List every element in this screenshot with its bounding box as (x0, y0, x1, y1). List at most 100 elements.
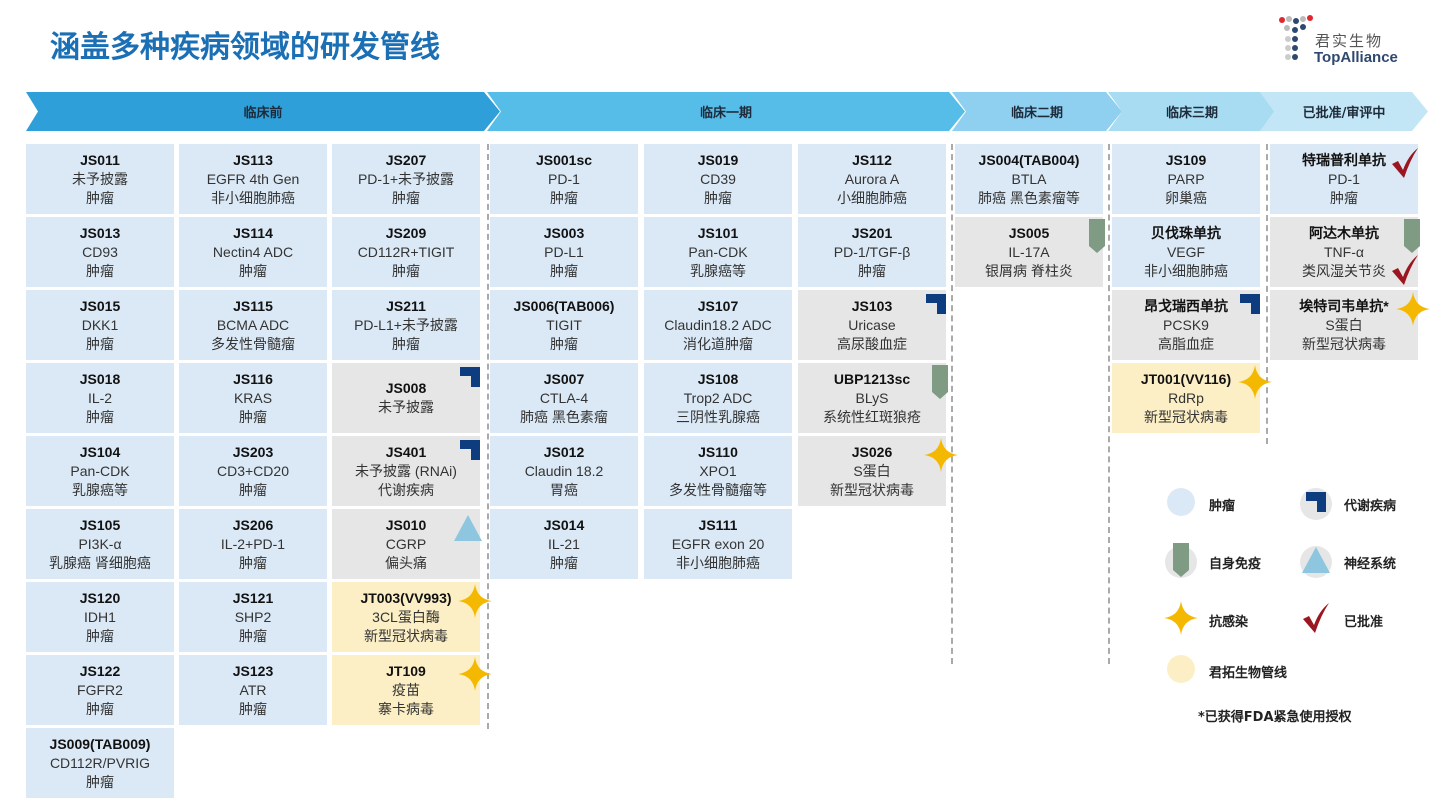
drug-name: JS003 (543, 224, 585, 241)
phase-header-3: 临床二期 (952, 92, 1122, 131)
drug-name: 阿达木单抗 (1309, 224, 1379, 241)
drug-target: SHP2 (234, 608, 272, 625)
drug-name: JS401 (385, 443, 427, 460)
legend-item-metabolic: 代谢疾病 (1300, 488, 1396, 520)
indication: 新型冠状病毒 (830, 481, 914, 498)
drug-target: RdRp (1168, 389, 1204, 406)
indication: 肿瘤 (86, 408, 114, 425)
neuro-system-icon (454, 515, 482, 545)
drug-name: JS112 (852, 151, 892, 168)
drug-target: XPO1 (699, 462, 737, 479)
drug-target: FGFR2 (77, 681, 123, 698)
anti-infection-star-icon (458, 584, 492, 622)
indication: 高脂血症 (1158, 335, 1214, 352)
drug-name: JS004(TAB004) (978, 151, 1080, 168)
indication: 消化道肿瘤 (683, 335, 753, 352)
drug-name: JS014 (543, 516, 585, 533)
approved-check-icon (1392, 255, 1418, 289)
drug-name: JS018 (79, 370, 121, 387)
metabolic-disease-icon (1306, 492, 1326, 516)
drug-target: CTLA-4 (539, 389, 589, 406)
drug-name: 埃特司韦单抗* (1299, 297, 1389, 314)
drug-target: VEGF (1166, 243, 1206, 260)
drug-name: JS101 (697, 224, 739, 241)
anti-infection-star-icon (1164, 601, 1198, 639)
drug-name: JS110 (698, 443, 738, 460)
drug-target: BCMA ADC (216, 316, 290, 333)
drug-target: S蛋白 (1325, 316, 1363, 333)
drug-name: JS015 (79, 297, 121, 314)
drug-target: PD-1 (548, 170, 580, 187)
indication: 非小细胞肺癌 (1144, 262, 1228, 279)
phase-header-1: 临床前 (26, 92, 500, 131)
drug-name: JT001(VV116) (1140, 370, 1232, 387)
drug-name: JS107 (697, 297, 739, 314)
indication: 胃癌 (550, 481, 578, 498)
metabolic-disease-icon (460, 440, 480, 464)
drug-target: 未予披露 (72, 170, 128, 187)
drug-name: JS109 (1165, 151, 1207, 168)
drug-target: 3CL蛋白酶 (372, 608, 440, 625)
legend-item-autoimmune: 自身免疫 (1165, 543, 1261, 578)
pipeline-item: 贝伐珠单抗 VEGF 非小细胞肺癌 (1112, 217, 1260, 287)
indication: 类风湿关节炎 (1302, 262, 1386, 279)
drug-target: IL-21 (548, 535, 580, 552)
neuro-system-icon (1302, 547, 1330, 577)
drug-target: CD3+CD20 (217, 462, 289, 479)
drug-target: PI3K-α (78, 535, 122, 552)
drug-name: JS010 (385, 516, 427, 533)
page-title: 涵盖多种疾病领域的研发管线 (50, 30, 440, 65)
drug-name: JS008 (385, 380, 427, 396)
indication: 新型冠状病毒 (1144, 408, 1228, 425)
drug-name: JS006(TAB006) (513, 297, 615, 314)
drug-name: JS019 (697, 151, 739, 168)
indication: 肿瘤 (86, 627, 114, 644)
indication: 肿瘤 (239, 408, 267, 425)
drug-name: JT109 (386, 662, 426, 679)
drug-target: ATR (239, 681, 267, 698)
indication: 肿瘤 (239, 262, 267, 279)
drug-name: JS206 (232, 516, 274, 533)
footnote: *已获得FDA紧急使用授权 (1198, 710, 1352, 725)
drug-target: EGFR exon 20 (671, 535, 765, 552)
drug-name: JS105 (79, 516, 121, 533)
drug-name: JS001sc (535, 151, 593, 168)
drug-target: IL-2 (87, 389, 113, 406)
drug-name: 特瑞普利单抗 (1302, 151, 1386, 168)
indication: 新型冠状病毒 (364, 627, 448, 644)
metabolic-disease-icon (1240, 294, 1260, 318)
indication: 乳腺癌等 (690, 262, 746, 279)
drug-target: PD-L1 (544, 243, 584, 260)
drug-name: JS012 (543, 443, 585, 460)
drug-name: JS111 (698, 516, 738, 533)
drug-target: PCSK9 (1163, 316, 1209, 333)
indication: 肺癌 黑色素瘤等 (978, 189, 1080, 206)
drug-target: Pan-CDK (688, 243, 748, 260)
legend-label: 已批准 (1344, 614, 1384, 630)
drug-name: JS209 (385, 224, 427, 241)
drug-target: CGRP (385, 535, 427, 552)
drug-target: TIGIT (546, 316, 582, 333)
drug-name: 贝伐珠单抗 (1151, 224, 1221, 241)
indication: 偏头痛 (385, 554, 427, 571)
phase-header-2: 临床一期 (487, 92, 965, 131)
indication: 肿瘤 (858, 262, 886, 279)
